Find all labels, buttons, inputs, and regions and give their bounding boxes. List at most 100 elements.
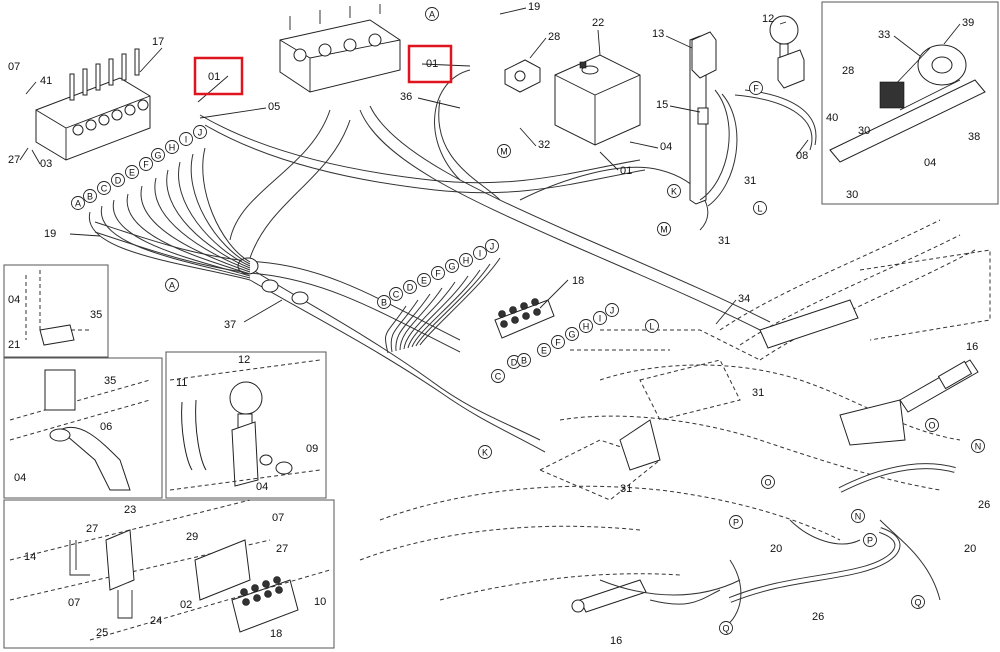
hose-letter-circle [151, 148, 165, 162]
hose-letter: C [393, 290, 400, 300]
leader-line [715, 299, 737, 325]
callout-label: 09 [306, 443, 318, 455]
hose-group-p [599, 579, 741, 605]
leader-line [539, 279, 569, 309]
hose-letter: M [500, 147, 508, 157]
cable-inset-drawing [9, 369, 151, 491]
fitting-plate-18 [494, 298, 555, 339]
fitting-plate-bottom [231, 576, 299, 633]
valve-spool [69, 73, 75, 101]
bundle-hose [399, 287, 443, 351]
bracket-inset-frame [3, 264, 109, 358]
control-valve-block [35, 48, 151, 161]
hose-letter: A [75, 199, 81, 209]
accumulator-inset-drawing [169, 359, 321, 491]
callout-label: 21 [8, 339, 20, 351]
leader-line [199, 107, 267, 119]
callout-label: 30 [846, 189, 858, 201]
callout-label: 01 [620, 165, 632, 177]
callout-label: 22 [592, 17, 604, 29]
callout-label: 18 [572, 275, 584, 287]
hose-letter: I [185, 135, 188, 145]
accumulator-top [769, 15, 805, 89]
hose-letter: D [407, 283, 414, 293]
valve-spool [95, 63, 101, 91]
hose-letter-circle [971, 439, 985, 453]
bundle-hose [415, 263, 491, 347]
fitting-port [531, 298, 539, 306]
hose-letter: H [583, 322, 590, 332]
callout-label: 03 [40, 158, 52, 170]
callout-label: 07 [8, 61, 20, 73]
callout-label: 41 [40, 75, 52, 87]
callout-label: 04 [14, 472, 26, 484]
leader-line [669, 105, 701, 113]
hose-letter-circle [719, 621, 733, 635]
belt-drive [829, 44, 986, 163]
hose-letter-circle [667, 184, 681, 198]
hose-letter-circle [459, 253, 473, 267]
callout-label: 33 [878, 29, 890, 41]
hose-letter-circle [403, 280, 417, 294]
callout-label: 34 [738, 293, 750, 305]
callout-label: 17 [152, 36, 164, 48]
hose-letter: D [511, 358, 518, 368]
hose-letter-circle [473, 246, 487, 260]
hose-letter: E [421, 276, 427, 286]
hose-letter-circle [377, 295, 391, 309]
leader-line [597, 29, 601, 56]
hose-letter-circle [139, 157, 153, 171]
hose-letter: N [975, 442, 982, 452]
hose-letter: G [568, 330, 575, 340]
bundle-hose [385, 305, 407, 354]
callout-label: 08 [796, 150, 808, 162]
callout-label: 40 [826, 112, 838, 124]
callout-label: 04 [660, 141, 672, 153]
leader-line [417, 97, 461, 109]
valve-port [72, 124, 84, 136]
fitting-port [520, 302, 528, 310]
hose-letter-circle [911, 595, 925, 609]
hose-letter: K [482, 448, 488, 458]
valve-port [137, 99, 149, 111]
leader-line [499, 7, 527, 15]
hose-letter: C [495, 372, 502, 382]
callout-label: 26 [978, 499, 990, 511]
bundle-hose [395, 293, 431, 352]
callout-label: 01 [208, 71, 220, 83]
callout-label: 36 [400, 91, 412, 103]
valve-hose [126, 193, 251, 275]
hose-letter-circle [565, 327, 579, 341]
leader-line [139, 47, 163, 73]
bundle-hose [390, 299, 419, 353]
callout-label: 31 [744, 175, 756, 187]
callout-label: 20 [964, 543, 976, 555]
bundle-hose [411, 269, 481, 348]
leader-line [599, 151, 619, 171]
leader-line [665, 35, 693, 49]
hose-letter-circle [491, 369, 505, 383]
fitting-port [511, 316, 519, 324]
valve-port [98, 114, 110, 126]
callout-label: 26 [812, 611, 824, 623]
hose-letter-circle [97, 181, 111, 195]
hose-letter: P [733, 518, 739, 528]
bundle-hose [407, 275, 469, 349]
callout-label: 12 [238, 354, 250, 366]
hose-letter: C [101, 184, 108, 194]
hose-letter-circle [863, 533, 877, 547]
leader-line [19, 147, 29, 161]
callout-label: 28 [842, 65, 854, 77]
hose-letter: G [448, 262, 455, 272]
fitting-port [498, 310, 506, 318]
valve-spool [134, 48, 140, 76]
leader-line [197, 75, 229, 103]
hose-letter: Q [722, 624, 729, 634]
callout-label: 13 [652, 28, 664, 40]
hose-letter-circle [851, 509, 865, 523]
callout-label: 12 [762, 13, 774, 25]
hose-letter: E [541, 346, 547, 356]
hose-letter-circle [753, 201, 767, 215]
valve-hose [190, 153, 251, 265]
leader-line [421, 63, 471, 67]
